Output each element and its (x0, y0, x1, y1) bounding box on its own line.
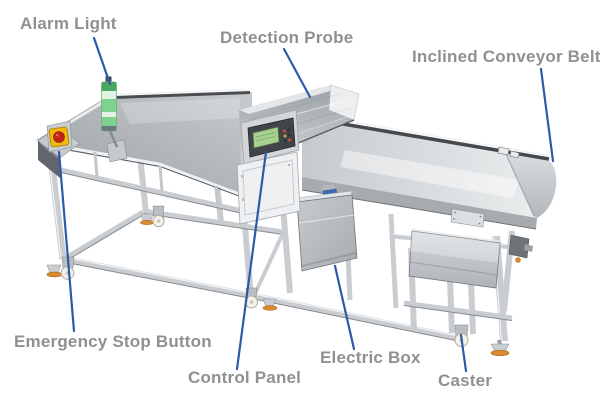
leader-emergency-stop (57, 150, 76, 333)
detector-stand (236, 151, 301, 225)
leader-control-panel (235, 150, 268, 371)
control-screen (252, 126, 280, 149)
leader-alarm-light (92, 36, 112, 86)
label-alarm-light: Alarm Light (20, 14, 117, 33)
leader-inclined-belt (539, 67, 555, 163)
electric-box-left (296, 184, 358, 272)
bed-access-plate (450, 208, 485, 228)
leader-detection-probe (282, 47, 312, 99)
table-edge-rail (51, 165, 248, 215)
electric-box-right (408, 228, 501, 289)
label-control-panel: Control Panel (188, 368, 302, 387)
label-emergency-stop-button: Emergency Stop Button (14, 332, 212, 351)
label-inclined-conveyor-belt: Inclined Conveyor Belt (412, 47, 600, 66)
probe-top-face (239, 85, 341, 114)
label-detection-probe: Detection Probe (220, 28, 354, 47)
drive-motor (508, 234, 533, 263)
detection-probe (236, 84, 360, 225)
leader-caster (459, 333, 468, 373)
outfeed-nose (506, 154, 557, 218)
emergency-stop-button (46, 120, 73, 153)
leader-lines (57, 36, 555, 373)
label-electric-box: Electric Box (320, 348, 421, 367)
label-caster: Caster (438, 371, 493, 390)
leveling-foot-right (490, 339, 510, 356)
caster-back-left (140, 205, 165, 228)
estop-red-button (53, 131, 65, 143)
control-panel (247, 117, 296, 158)
leader-electric-box (333, 264, 356, 351)
inclined-conveyor-belt (301, 112, 557, 230)
caster-under-stand (245, 287, 278, 311)
